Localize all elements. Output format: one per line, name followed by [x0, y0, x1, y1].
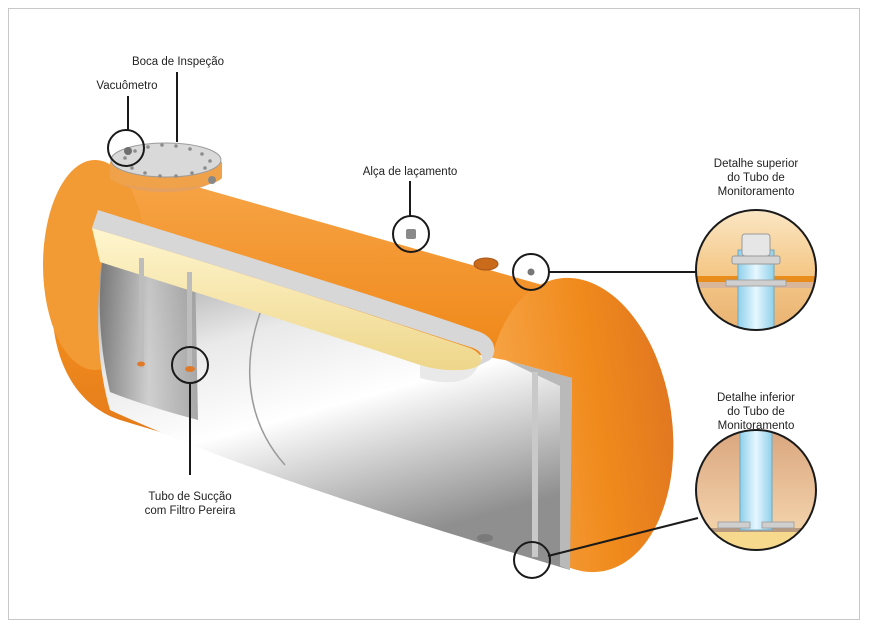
monitoring-tube-top — [527, 268, 535, 276]
cut-edge-right — [505, 360, 572, 570]
drain-hole — [477, 534, 493, 542]
weld-seam — [249, 299, 286, 466]
tank-inner-back-wall — [99, 242, 198, 420]
detail-bottom — [695, 429, 817, 551]
pipe-foot-1 — [137, 361, 145, 367]
cut-edge-upper-flange — [92, 210, 495, 366]
detail-top — [695, 209, 817, 331]
interior-pipe-1 — [139, 258, 144, 368]
callout-vacuometro — [107, 129, 145, 167]
label-vacuometro: Vacuômetro — [96, 80, 158, 92]
insulation-layer — [92, 228, 482, 371]
callout-tubo-bottom — [513, 541, 551, 579]
label-detalhe-inferior: Detalhe inferior do Tubo de Monitorament… — [717, 392, 795, 432]
leader-lines — [127, 72, 699, 557]
manway-bolts — [123, 143, 212, 178]
top-opening — [473, 257, 499, 271]
label-tubo-succao: Tubo de Sucção com Filtro Pereira — [144, 491, 236, 517]
manway-cover — [110, 142, 222, 178]
vacuum-gauge — [124, 147, 132, 155]
lifting-lug — [406, 229, 416, 239]
interior-pipe-3 — [532, 372, 538, 557]
interior-pipe-2 — [187, 272, 192, 367]
label-detalhe-superior: Detalhe superior do Tubo de Monitorament… — [713, 158, 799, 198]
top-fitting — [208, 176, 216, 184]
cut-edge-lower-lip — [420, 365, 478, 383]
label-alca-lacamento: Alça de laçamento — [362, 166, 458, 178]
tank-cutaway-interior — [98, 242, 573, 570]
suction-filter — [185, 366, 195, 372]
label-boca-inspecao: Boca de Inspeção — [131, 56, 225, 68]
